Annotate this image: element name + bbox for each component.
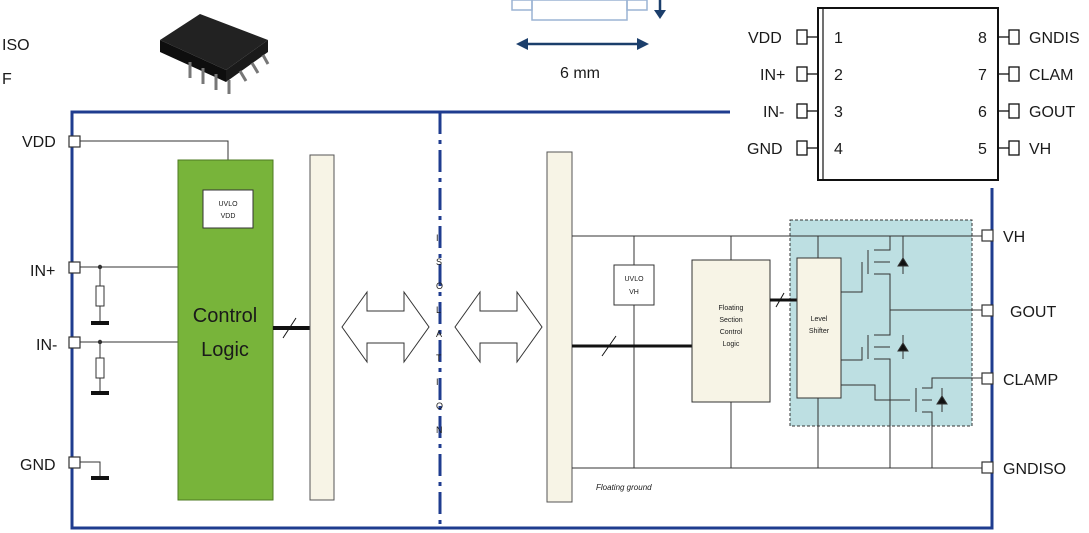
package-dimension-graphic: [511, 0, 666, 50]
pinout-num-3: 3: [834, 104, 843, 121]
svg-text:A: A: [436, 329, 442, 339]
pin-gout: [981, 304, 994, 317]
pinout-name-1: VDD: [748, 30, 782, 47]
pinout-num-4: 4: [834, 141, 843, 158]
floating-logic-label-2: Section: [719, 317, 742, 324]
pinout-left-pins: [796, 29, 818, 156]
pinout-name-2: IN+: [760, 67, 785, 84]
pinout-name-7: CLAM: [1029, 67, 1073, 84]
pulldown-resistor-in-plus: [95, 285, 105, 307]
uvlo-vdd-block: [202, 189, 254, 229]
ground-symbol-in-minus: [91, 391, 109, 395]
ground-symbol-in-plus: [91, 321, 109, 325]
svg-text:S: S: [436, 257, 442, 267]
ground-symbol-gnd: [91, 476, 109, 480]
pinout-num-6: 6: [978, 104, 987, 121]
floating-ground-label: Floating ground: [596, 483, 652, 492]
pinout-num-2: 2: [834, 67, 843, 84]
svg-text:L: L: [436, 305, 441, 315]
svg-text:T: T: [436, 353, 442, 363]
uvlo-vdd-label-1: UVLO: [218, 201, 238, 208]
level-shifter-label-2: Shifter: [809, 328, 830, 335]
pin-label-clamp: CLAMP: [1003, 372, 1058, 389]
pinout-num-7: 7: [978, 67, 987, 84]
pinout-name-4: GND: [747, 141, 783, 158]
pinout-right-pins: [998, 29, 1020, 156]
floating-logic-label-3: Control: [720, 329, 743, 336]
pin-vdd: [68, 135, 81, 148]
pinout-name-5: VH: [1029, 141, 1051, 158]
pinout-num-1: 1: [834, 30, 843, 47]
cut-label-f: F: [2, 71, 12, 88]
dimension-label: 6 mm: [560, 65, 600, 82]
pin-label-gout: GOUT: [1010, 304, 1056, 321]
uvlo-vh-block: [613, 264, 655, 306]
cut-label-iso: ISO: [2, 37, 30, 54]
floating-logic-label-1: Floating: [719, 305, 744, 312]
svg-text:O: O: [436, 401, 443, 411]
left-interface-bar: [309, 154, 335, 501]
isolation-arrow-right: [454, 290, 543, 364]
low-side-mosfet: [841, 310, 909, 468]
chip-boundary: [70, 110, 994, 530]
pinout-num-5: 5: [978, 141, 987, 158]
pin-label-gndiso: GNDISO: [1003, 461, 1066, 478]
level-shifter-block: [796, 257, 842, 399]
svg-text:N: N: [436, 425, 443, 435]
isolation-arrow-left: [341, 290, 430, 364]
pinout-name-6: GOUT: [1029, 104, 1075, 121]
pin-vh: [981, 229, 994, 242]
right-interface-bar: [546, 151, 573, 503]
uvlo-vh-label-2: VH: [629, 289, 639, 296]
isolation-label: I S O L A T I O N: [436, 233, 443, 435]
control-logic-label-1: Control: [193, 305, 257, 327]
pinout-package-outline: [817, 7, 999, 181]
pin-gndiso: [981, 461, 994, 474]
pin-in-plus: [68, 261, 81, 274]
floating-control-logic-block: [691, 259, 771, 403]
svg-text:O: O: [436, 281, 443, 291]
high-side-mosfet: [841, 236, 909, 293]
pinout-name-8: GNDIS: [1029, 30, 1080, 47]
pin-in-minus: [68, 336, 81, 349]
pin-label-vdd: VDD: [22, 134, 56, 151]
package-photo: [160, 14, 270, 94]
pin-gnd: [68, 456, 81, 469]
control-logic-label-2: Logic: [201, 339, 249, 361]
pin-label-gnd: GND: [20, 457, 56, 474]
clamp-mosfet: [841, 377, 986, 468]
uvlo-vdd-label-2: VDD: [221, 213, 236, 220]
pin-clamp: [981, 372, 994, 385]
level-shifter-label-1: Level: [811, 316, 828, 323]
uvlo-vh-label-1: UVLO: [624, 276, 644, 283]
pin-label-in-plus: IN+: [30, 263, 55, 280]
svg-text:I: I: [436, 377, 439, 387]
pin-label-in-minus: IN-: [36, 337, 57, 354]
pullup-resistor-in-minus: [95, 357, 105, 379]
pinout-num-8: 8: [978, 30, 987, 47]
svg-text:I: I: [436, 233, 439, 243]
pinout-name-3: IN-: [763, 104, 784, 121]
floating-logic-label-4: Logic: [723, 341, 740, 348]
pin-label-vh: VH: [1003, 229, 1025, 246]
